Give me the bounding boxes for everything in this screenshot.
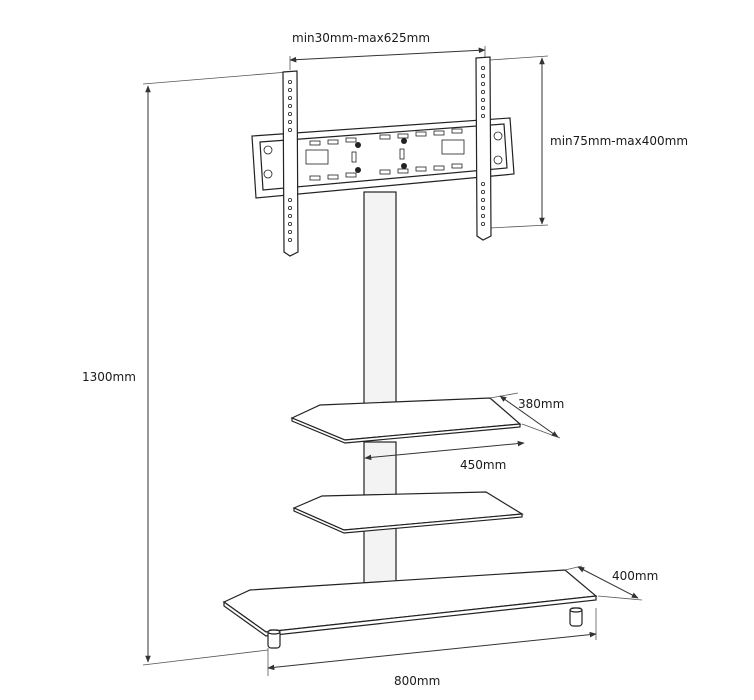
- vesa-width-label: min30mm-max625mm: [292, 31, 430, 45]
- center-pole: [363, 191, 397, 592]
- right-arm-holes: [480, 66, 485, 226]
- base-depth-label: 400mm: [612, 569, 658, 583]
- base-depth-dimension: 400mm: [564, 565, 658, 601]
- shelf-width-dimension: 450mm: [364, 440, 525, 472]
- mounting-plate: [251, 117, 515, 199]
- right-tv-arm: [475, 56, 492, 241]
- shelf-depth-label: 380mm: [518, 397, 564, 411]
- total-height-dimension: 1300mm: [82, 71, 289, 666]
- vesa-width-dimension: min30mm-max625mm: [289, 31, 486, 70]
- plate-slots: [263, 128, 503, 181]
- right-caster: [569, 607, 583, 627]
- vesa-height-dimension: min75mm-max400mm: [489, 55, 688, 229]
- base-plate: [222, 569, 598, 637]
- left-caster: [267, 629, 281, 649]
- base-width-label: 800mm: [394, 674, 440, 688]
- shelf-width-label: 450mm: [460, 458, 506, 472]
- center-bolts: [351, 138, 407, 173]
- left-tv-arm: [282, 70, 299, 257]
- shelf-depth-dimension: 380mm: [489, 392, 564, 439]
- base-width-dimension: 800mm: [267, 608, 597, 688]
- left-arm-holes: [287, 80, 292, 242]
- upper-shelf: [290, 397, 522, 444]
- lower-shelf: [292, 491, 524, 534]
- total-height-label: 1300mm: [82, 370, 136, 384]
- vesa-height-label: min75mm-max400mm: [550, 134, 688, 148]
